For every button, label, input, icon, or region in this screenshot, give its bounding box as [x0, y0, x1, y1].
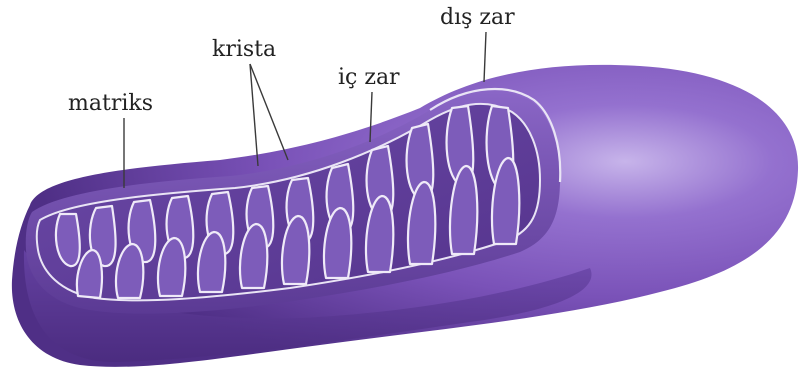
cristae-label: krista [212, 37, 276, 62]
outer-membrane-leader [484, 32, 486, 82]
outer-membrane-label: dış zar [440, 5, 515, 30]
inner-membrane-label: iç zar [338, 65, 400, 90]
matrix-label: matriks [68, 91, 153, 116]
